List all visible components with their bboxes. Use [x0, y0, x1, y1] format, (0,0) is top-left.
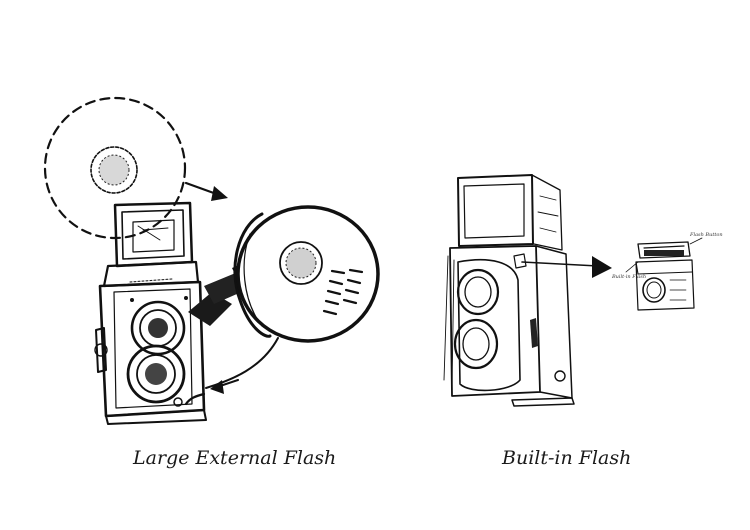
caption-built-in-flash: Built-in Flash	[502, 447, 632, 469]
arrow-to-flash-icon	[184, 181, 228, 201]
flash-bulb-small	[90, 146, 138, 194]
external-flash-dish	[233, 205, 380, 343]
sync-cord-arrow-icon	[184, 337, 279, 406]
tlr-camera-sketch	[443, 174, 575, 407]
inset-note-flash-button: Flash Button	[689, 232, 723, 238]
caption-large-external-flash: Large External Flash	[133, 447, 337, 469]
tlr-camera-large	[94, 201, 207, 425]
inset-note-built-in-flash: Built-in Flash	[611, 274, 646, 280]
built-in-flash-illustration: Flash Button Built-in Flash	[443, 174, 723, 407]
reflector-hatch	[322, 268, 364, 316]
external-flash-illustration	[43, 96, 380, 425]
built-in-flash-inset: Flash Button Built-in Flash	[611, 232, 723, 311]
arrow-to-inset-icon	[521, 256, 612, 278]
